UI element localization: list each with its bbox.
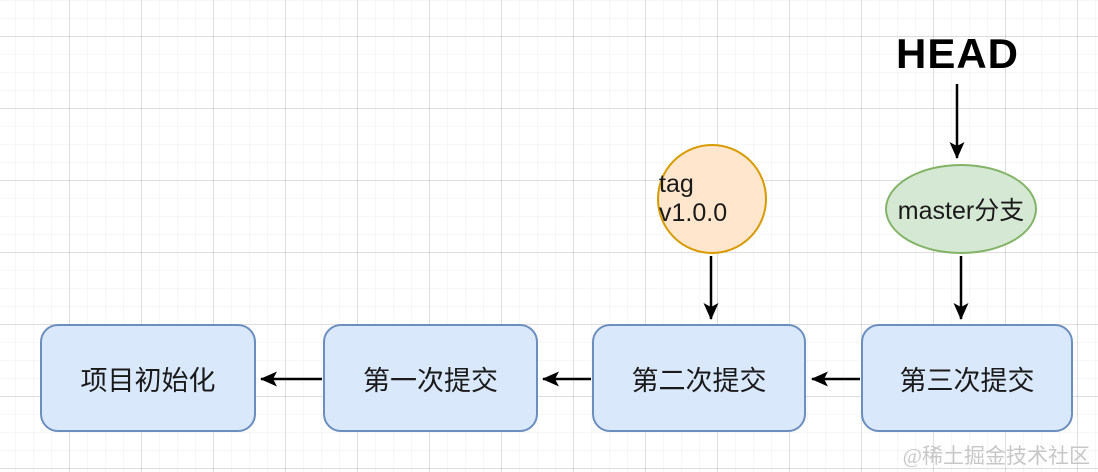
branch-node-master: master分支 — [885, 164, 1037, 254]
commit-node-label: 第三次提交 — [899, 365, 1035, 396]
commit-node-first: 第一次提交 — [323, 324, 538, 432]
commit-node-label: 项目初始化 — [80, 365, 216, 396]
commit-node-third: 第三次提交 — [861, 324, 1073, 432]
tag-node: tag v1.0.0 — [657, 144, 767, 254]
head-label: HEAD — [895, 30, 1019, 77]
commit-node-init: 项目初始化 — [40, 324, 256, 432]
branch-node-label: master分支 — [897, 197, 1025, 225]
commit-node-label: 第二次提交 — [631, 365, 767, 396]
tag-node-label: tag v1.0.0 — [659, 170, 728, 227]
commit-node-label: 第一次提交 — [363, 365, 498, 396]
watermark-text: @稀土掘金技术社区 — [902, 444, 1090, 468]
commit-node-second: 第二次提交 — [592, 324, 806, 432]
